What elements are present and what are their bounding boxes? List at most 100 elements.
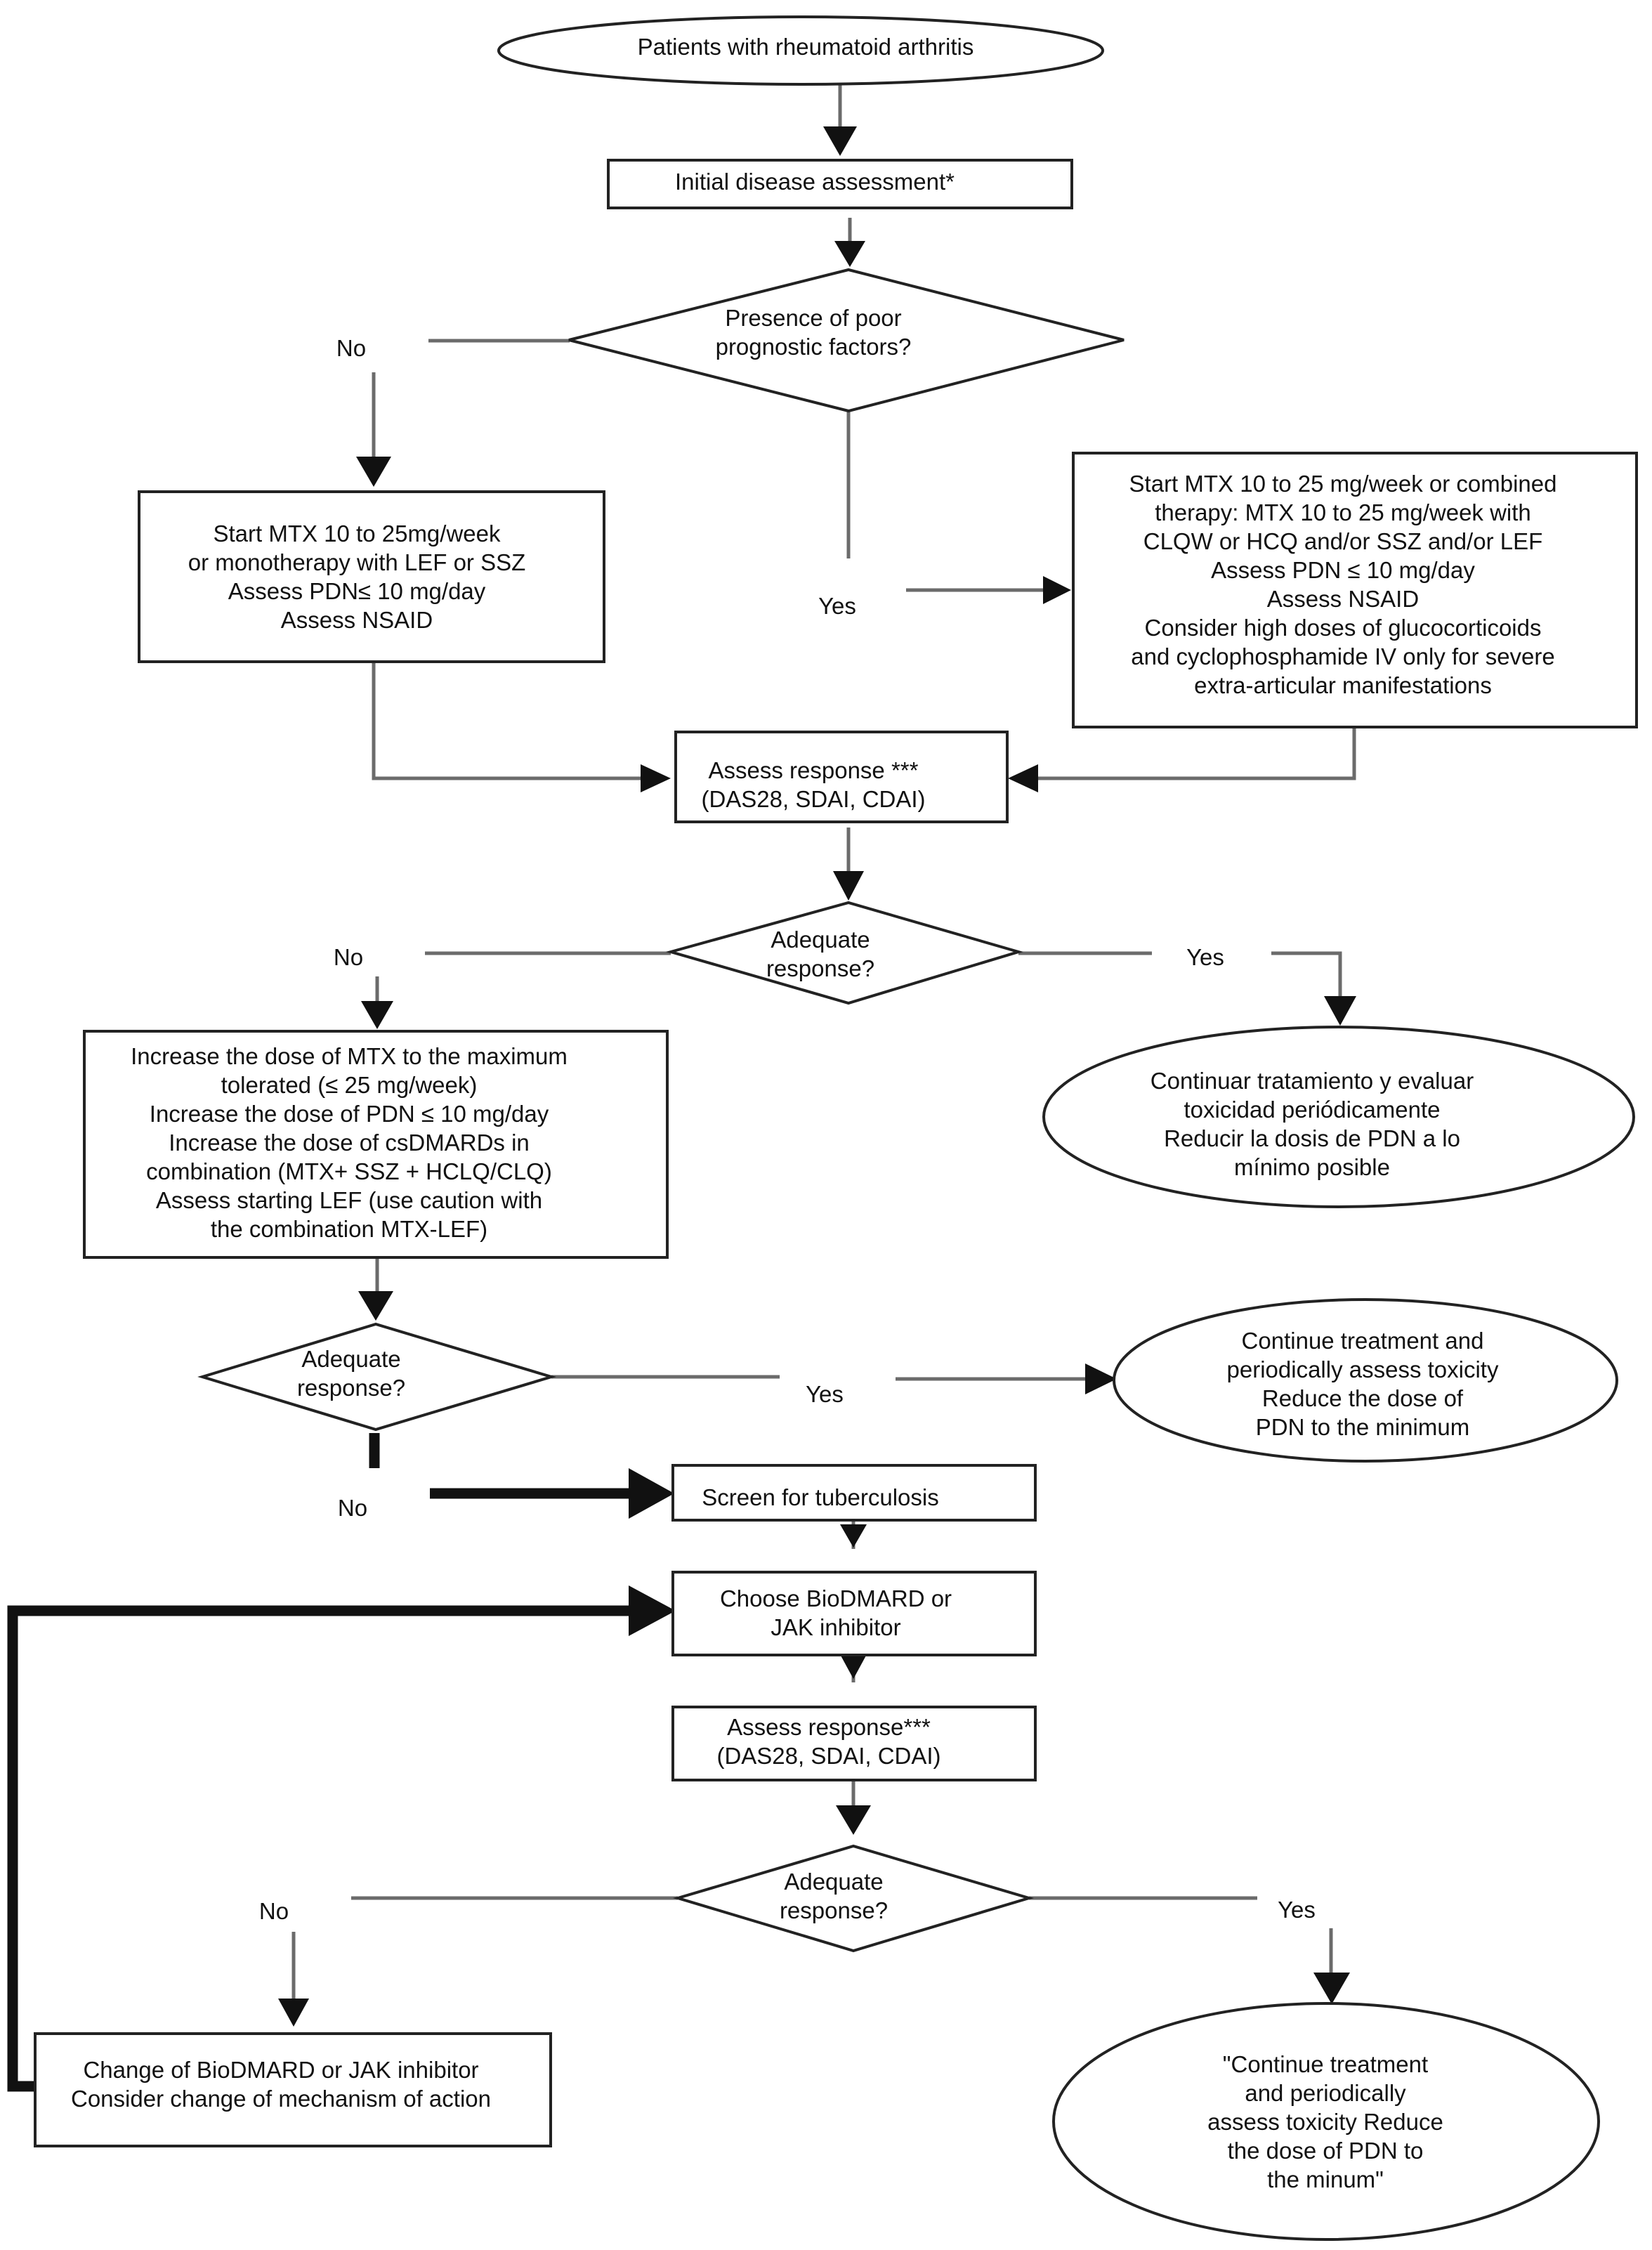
continue-2-label: "Continue treatment and periodically asses… xyxy=(1207,2051,1443,2192)
edge-label-adequate1-no: No xyxy=(334,944,363,970)
text-line: and periodically xyxy=(1245,2080,1406,2106)
arrowhead xyxy=(641,764,671,792)
choose-biodmard-box xyxy=(671,1571,1037,1656)
increase-dose-box xyxy=(83,1030,669,1259)
edge-label-adequate2-no: No xyxy=(338,1495,367,1521)
edge-labels: No Yes No Yes Yes No No Yes xyxy=(259,335,1316,1924)
text-line: (DAS28, SDAI, CDAI) xyxy=(716,1743,940,1769)
text-line: the combination MTX-LEF) xyxy=(211,1216,487,1242)
arrowhead xyxy=(1324,996,1356,1026)
text-line: and cyclophosphamide IV only for severe xyxy=(1131,643,1555,669)
text-line: Continuar tratamiento y evaluar xyxy=(1150,1068,1474,1094)
text-line: Change of BioDMARD or JAK inhibitor xyxy=(83,2057,478,2083)
edge-right-therapy-to-assess xyxy=(1032,727,1356,780)
text-line: Adequate xyxy=(784,1869,883,1895)
edge-label-prognosis-yes: Yes xyxy=(818,593,856,619)
text-line: Assess PDN≤ 10 mg/day xyxy=(228,578,486,604)
text-line: Start MTX 10 to 25 mg/week or combined xyxy=(1129,471,1557,497)
text-line: prognostic factors? xyxy=(716,334,912,360)
text-line: Assess response*** xyxy=(727,1714,931,1740)
text-line: Consider change of mechanism of action xyxy=(71,2086,491,2112)
edge-label-adequate3-yes: Yes xyxy=(1278,1897,1316,1923)
arrowhead xyxy=(834,241,865,267)
text-line: Adequate xyxy=(771,927,870,953)
continuar-tratamiento-label: Continuar tratamiento y evaluar toxicidad… xyxy=(1150,1068,1474,1180)
arrowhead xyxy=(823,126,857,156)
text-line: Reducir la dosis de PDN a lo xyxy=(1164,1125,1460,1151)
text-line: Patients with rheumatoid arthritis xyxy=(638,34,974,60)
continue-treatment-terminal-2 xyxy=(1052,2002,1600,2241)
text-line: periodically assess toxicity xyxy=(1227,1356,1499,1382)
start-label: Patients with rheumatoid arthritis xyxy=(638,34,974,60)
text-line: response? xyxy=(766,955,874,981)
text-line: Presence of poor xyxy=(725,305,901,331)
start-terminal xyxy=(497,15,1104,86)
assess-response-box-1 xyxy=(674,731,1009,823)
arrowhead xyxy=(629,1468,674,1519)
text-line: Assess NSAID xyxy=(1267,586,1419,612)
text-line: the minum" xyxy=(1267,2166,1384,2192)
edge-label-adequate3-no: No xyxy=(259,1898,289,1924)
text-line: extra-articular manifestations xyxy=(1194,672,1492,698)
arrowhead xyxy=(1008,764,1038,792)
arrowheads xyxy=(278,126,1356,2027)
text-line: (DAS28, SDAI, CDAI) xyxy=(701,786,925,812)
screen-tuberculosis-label: Screen for tuberculosis xyxy=(702,1484,939,1510)
initial-assessment-label: Initial disease assessment* xyxy=(675,169,955,195)
continue-treatment-terminal-1 xyxy=(1113,1298,1618,1463)
text-line: Assess response *** xyxy=(709,757,919,783)
arrowhead xyxy=(1313,1973,1350,2004)
poor-prognosis-decision xyxy=(568,268,1125,413)
edge-adequate1-yes-down xyxy=(1271,951,1342,998)
node-text: Patients with rheumatoid arthritis Initi… xyxy=(71,34,1556,2192)
text-line: "Continue treatment xyxy=(1223,2051,1428,2077)
text-line: Assess PDN ≤ 10 mg/day xyxy=(1211,557,1475,583)
arrowhead xyxy=(278,1999,309,2027)
text-line: Continue treatment and xyxy=(1242,1328,1484,1354)
text-line: toxicidad periódicamente xyxy=(1184,1097,1440,1123)
assess-response-1-label: Assess response *** (DAS28, SDAI, CDAI) xyxy=(701,757,925,812)
text-line: mínimo posible xyxy=(1234,1154,1390,1180)
text-line: Start MTX 10 to 25mg/week xyxy=(213,521,501,547)
text-line: Adequate xyxy=(301,1346,400,1372)
text-line: Screen for tuberculosis xyxy=(702,1484,939,1510)
arrowhead xyxy=(356,457,391,487)
edge-label-adequate2-yes: Yes xyxy=(806,1381,844,1407)
text-line: PDN to the minimum xyxy=(1256,1414,1469,1440)
text-line: the dose of PDN to xyxy=(1228,2138,1424,2164)
continuar-tratamiento-terminal xyxy=(1042,1026,1635,1208)
poor-prognosis-label: Presence of poor prognostic factors? xyxy=(716,305,912,360)
assess-response-box-2 xyxy=(671,1706,1037,1781)
adequate-response-decision-1 xyxy=(665,901,1024,1005)
adequate-response-decision-3 xyxy=(672,1844,1035,1953)
edge-label-adequate1-yes: Yes xyxy=(1186,944,1224,970)
text-line: response? xyxy=(780,1897,888,1923)
text-line: Increase the dose of PDN ≤ 10 mg/day xyxy=(150,1101,549,1127)
text-line: combination (MTX+ SSZ + HCLQ/CLQ) xyxy=(146,1158,552,1184)
text-line: CLQW or HCQ and/or SSZ and/or LEF xyxy=(1143,528,1543,554)
text-line: or monotherapy with LEF or SSZ xyxy=(188,549,526,575)
text-line: Increase the dose of csDMARDs in xyxy=(169,1130,530,1156)
text-line: JAK inhibitor xyxy=(771,1614,900,1640)
arrowhead xyxy=(840,1524,867,1548)
text-line: Reduce the dose of xyxy=(1262,1385,1464,1411)
edge-loop-back-to-choose xyxy=(7,1605,632,2092)
arrowhead xyxy=(840,1654,867,1679)
text-line: Initial disease assessment* xyxy=(675,169,955,195)
adequate-response-decision-2 xyxy=(197,1322,556,1432)
text-line: assess toxicity Reduce xyxy=(1207,2109,1443,2135)
text-line: Assess NSAID xyxy=(281,607,433,633)
connectors xyxy=(7,83,1356,2092)
text-line: Assess starting LEF (use caution with xyxy=(156,1187,542,1213)
arrowhead xyxy=(358,1291,393,1321)
node-shapes xyxy=(34,15,1638,2241)
